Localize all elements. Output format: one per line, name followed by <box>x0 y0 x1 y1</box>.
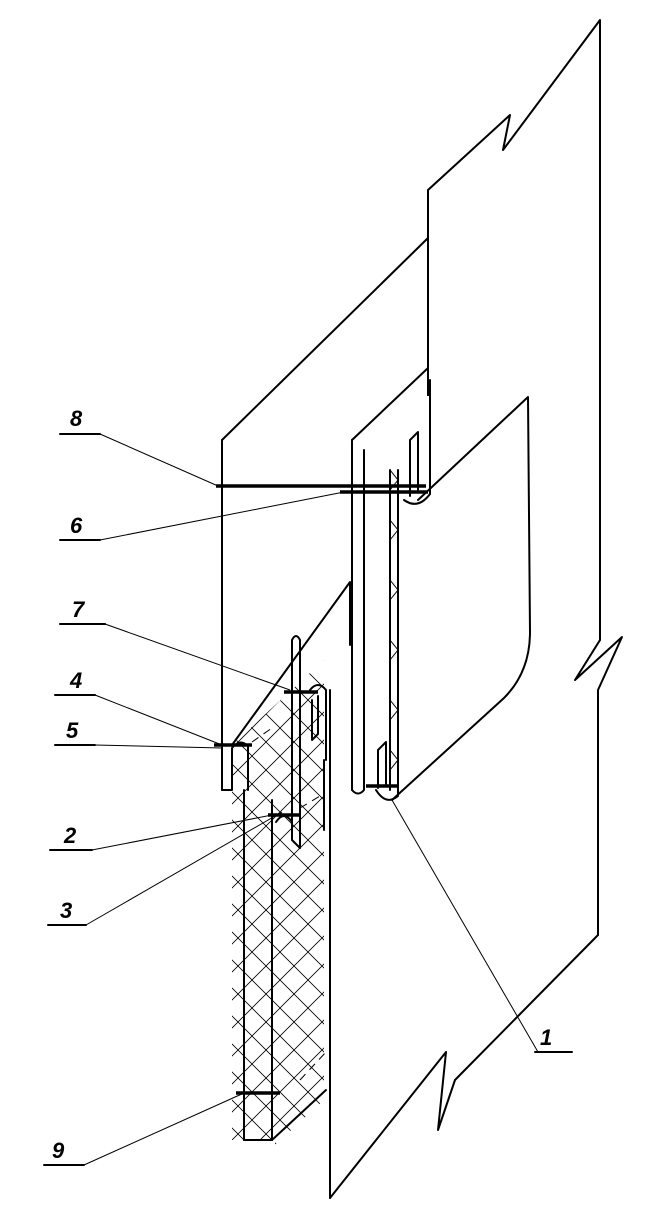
callout-6: 6 <box>70 513 83 538</box>
callout-4: 4 <box>70 668 83 693</box>
leader-lines <box>83 433 539 1166</box>
upper-plate <box>221 237 429 791</box>
fasteners <box>214 484 428 1095</box>
hidden-lines <box>251 727 327 1081</box>
insulated-lower-panel <box>221 581 351 1199</box>
callout-7: 7 <box>72 597 85 622</box>
callout-1: 1 <box>540 1025 553 1050</box>
middle-flashing-plate <box>351 367 429 795</box>
front-curved-panel <box>375 379 531 801</box>
callout-underlines <box>43 433 573 1166</box>
callout-3: 3 <box>60 898 73 923</box>
back-wall-panel <box>329 19 623 1199</box>
callout-5: 5 <box>66 718 79 743</box>
seam-ticks <box>389 469 399 771</box>
callout-2: 2 <box>64 823 77 848</box>
callout-8: 8 <box>70 406 83 431</box>
callout-9: 9 <box>52 1138 65 1163</box>
